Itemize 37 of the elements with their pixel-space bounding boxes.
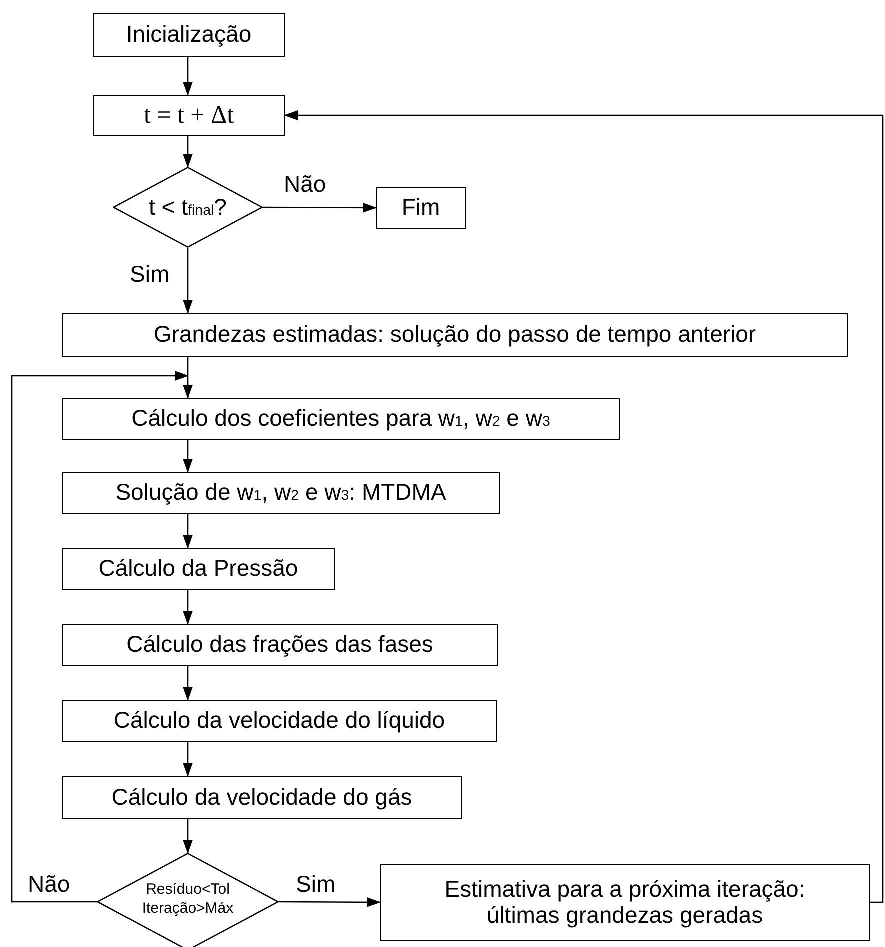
arrow [279, 897, 381, 908]
arrow [183, 514, 193, 549]
decision-diamond [97, 853, 279, 947]
node-text: Grandezas estimadas: solução do passo de tempo anterior [154, 322, 756, 348]
arrow [183, 590, 193, 625]
node-text: Inicialização [126, 22, 252, 48]
terminal-box [93, 13, 285, 57]
node-text: Cálculo da velocidade do gás [112, 784, 412, 810]
process-box [62, 624, 498, 666]
node-text: Estimativa para a próxima iteração: últimas grandezas geradas [444, 876, 806, 928]
node-text: Cálculo da velocidade do líquido [114, 708, 446, 734]
node-text: Fim [402, 195, 440, 221]
arrow [183, 136, 193, 168]
arrow [183, 248, 193, 314]
arrow [11, 371, 189, 903]
process-box [380, 864, 870, 941]
arrow [183, 666, 193, 701]
process-box [93, 95, 285, 136]
decision-diamond [113, 167, 263, 248]
arrow [284, 110, 884, 904]
node-text: Resíduo<Tol Iteração>Máx [141, 881, 235, 919]
process-box [62, 398, 620, 440]
terminal-box [376, 187, 466, 229]
process-box [62, 700, 497, 742]
arrow [183, 819, 193, 854]
node-text: t = t + Δt [144, 102, 234, 130]
arrow [183, 742, 193, 777]
arrow [183, 57, 193, 96]
node-text: Cálculo das frações das fases [126, 632, 434, 658]
process-box [62, 472, 500, 514]
arrow [183, 357, 193, 399]
arrow [263, 202, 377, 213]
process-box [62, 776, 462, 819]
node-text: Cálculo da Pressão [98, 556, 298, 582]
process-box [62, 548, 335, 590]
arrow [183, 440, 193, 473]
process-box [62, 313, 848, 357]
